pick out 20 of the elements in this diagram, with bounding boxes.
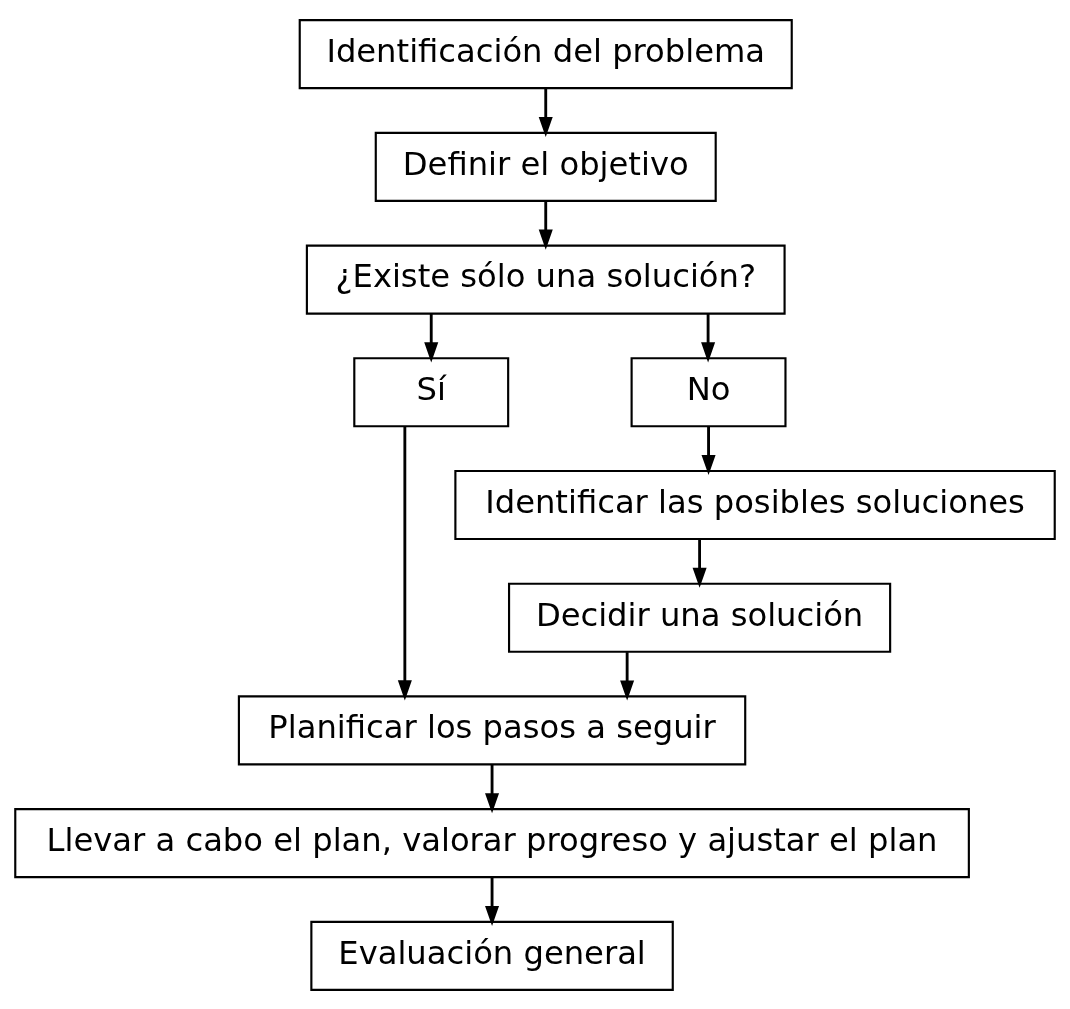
arrow [701,426,716,475]
arrow [538,200,553,250]
node-box: ¿Existe sólo una solución? [305,244,786,315]
arrow [701,313,716,362]
node-box: Decidir una solución [508,582,892,653]
arrow [692,538,707,588]
arrow [620,651,635,701]
arrow [424,313,439,362]
node-box: Planificar los pasos a seguir [237,694,747,765]
arrow [397,426,412,700]
node-box: Definir el objetivo [374,131,717,202]
arrow [538,88,553,137]
node-box: Identificar las posibles soluciones [454,469,1056,540]
arrow [485,764,500,813]
node-box: Identificación del problema [298,18,793,89]
node-box: Llevar a cabo el plan, valorar progreso y ajustar el plan [14,807,970,878]
arrow [485,877,500,926]
node-box: Evaluación general [310,920,674,991]
node-box: No [630,356,787,427]
node-box: Sí [353,356,510,427]
